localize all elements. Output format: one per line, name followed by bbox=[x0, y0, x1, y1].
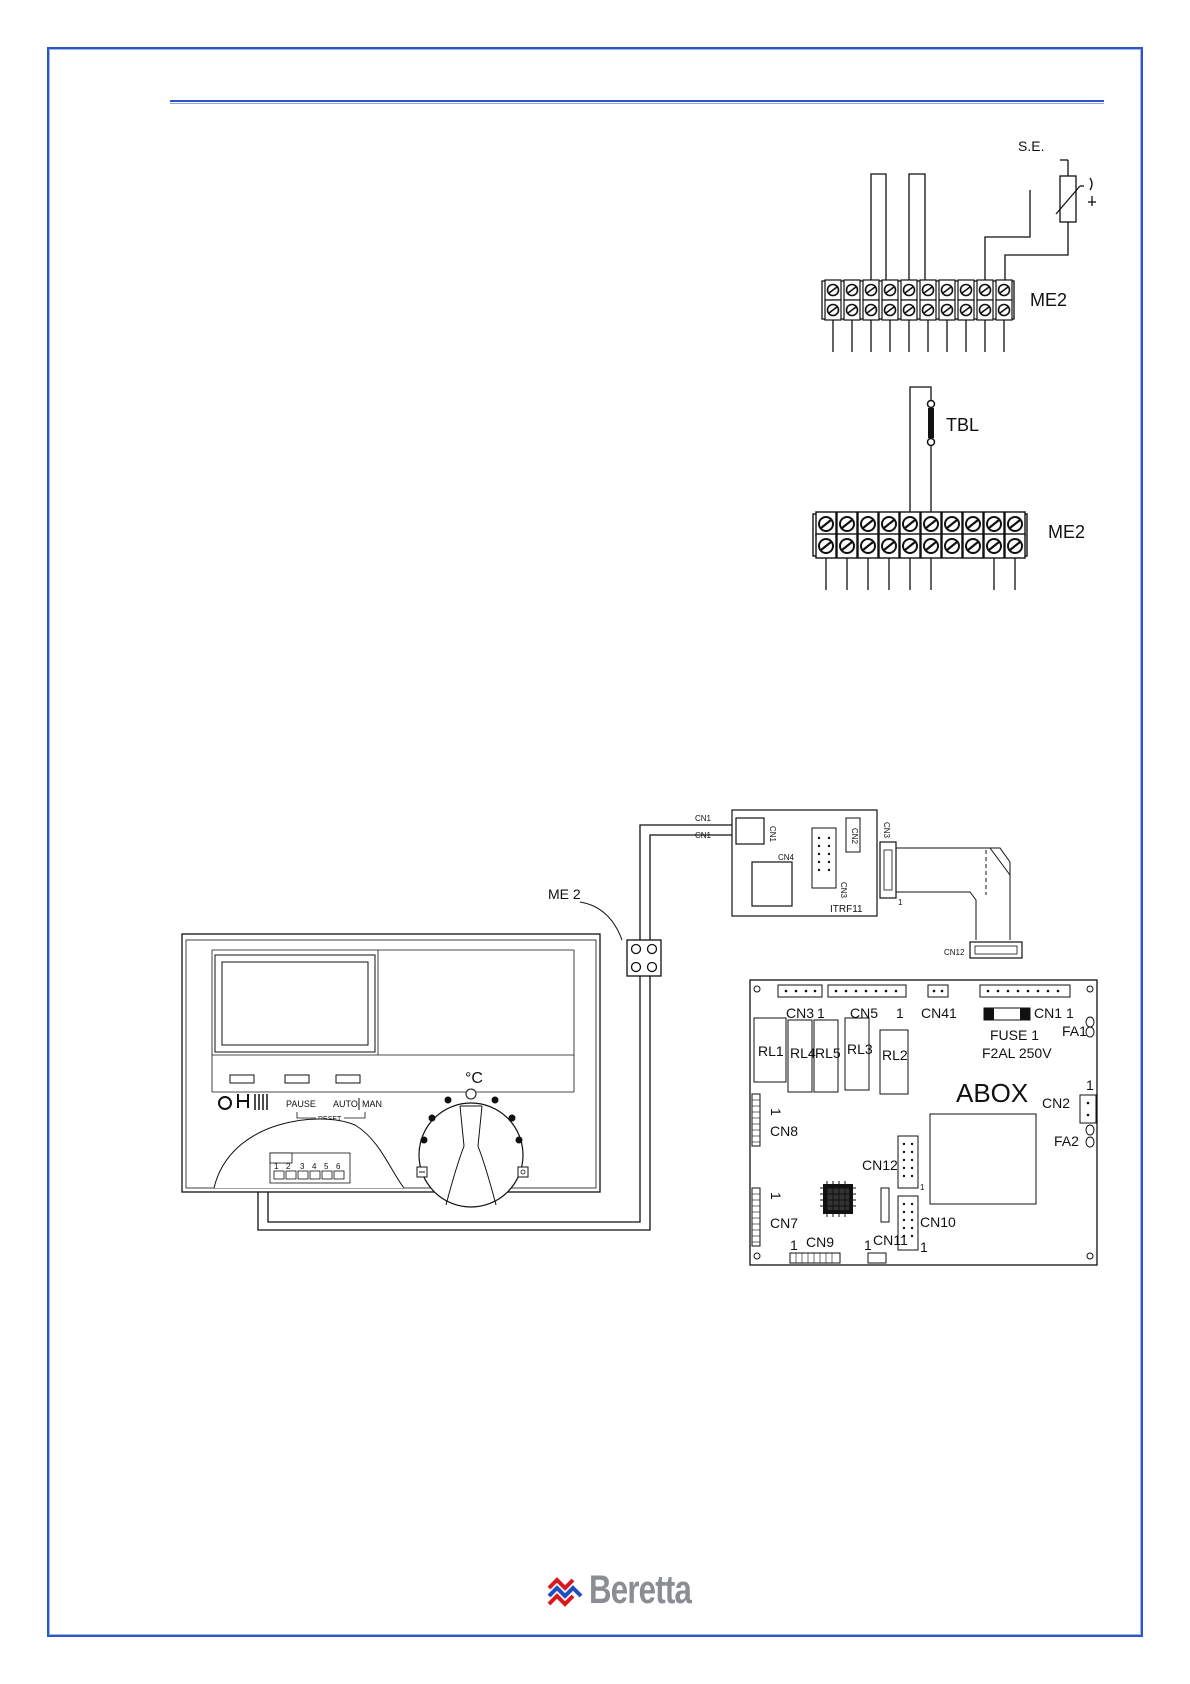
itrf-name: ITRF11 bbox=[830, 904, 863, 915]
radiator-icon bbox=[254, 1094, 268, 1110]
abox-name: ABOX bbox=[956, 1078, 1028, 1108]
relay-rl5: RL5 bbox=[815, 1045, 841, 1061]
auto-label: AUTO bbox=[333, 1099, 358, 1109]
remote-button-3[interactable] bbox=[335, 1074, 361, 1084]
wire-label-1: CN1 bbox=[695, 814, 712, 823]
abox-cn5: CN5 bbox=[850, 1005, 878, 1021]
diagram-sensor: S.E. ME2 bbox=[821, 138, 1096, 352]
fuse-holder-fa2: FA2 bbox=[1054, 1133, 1079, 1149]
abox-cn9: CN9 bbox=[806, 1234, 834, 1250]
abox-cn8: CN8 bbox=[770, 1123, 798, 1139]
abox-cn12-cable-label: CN12 bbox=[944, 948, 965, 957]
remote-terminal-2: 2 bbox=[286, 1162, 291, 1171]
temp-unit-label: °C bbox=[465, 1070, 483, 1087]
fuse-holder-fa1: FA1 bbox=[1062, 1023, 1087, 1039]
abox-cn11-pin-one: 1 bbox=[864, 1237, 872, 1253]
pause-label: PAUSE bbox=[286, 1099, 316, 1109]
beretta-logo-text: Beretta bbox=[589, 1567, 692, 1612]
terminal-label-me2-1: ME2 bbox=[1030, 290, 1067, 310]
header-rule bbox=[170, 100, 1104, 104]
itrf-pin-one: 1 bbox=[898, 898, 903, 907]
abox-board: CN3 1 CN5 1 CN41 CN1 1 FUSE 1 F2AL 250V … bbox=[749, 979, 1098, 1266]
thermostat-contact-bottom bbox=[926, 437, 936, 447]
abox-cn7-pin-one: 1 bbox=[768, 1192, 784, 1200]
abox-cn5-pin-one: 1 bbox=[896, 1005, 904, 1021]
abox-cn12-pin-one: 1 bbox=[920, 1183, 925, 1192]
thermostat-contact-top bbox=[926, 399, 936, 409]
itrf-ribbon-cable: CN3 1 CN12 bbox=[879, 822, 1023, 959]
beretta-logo-icon bbox=[547, 1577, 583, 1607]
abox-cn3-pin-one: 1 bbox=[817, 1005, 825, 1021]
diagram-thermostat: TBL ME2 bbox=[812, 386, 1085, 590]
abox-cn1: CN1 bbox=[1034, 1005, 1062, 1021]
man-label: MAN bbox=[362, 1099, 382, 1109]
remote-button-1[interactable] bbox=[229, 1074, 255, 1084]
tap-icon bbox=[237, 1094, 249, 1108]
sensor-label: S.E. bbox=[1018, 138, 1044, 154]
remote-control: PAUSE AUTO MAN RESET 1 2 3 4 5 6 °C bbox=[181, 933, 601, 1208]
terminal-label-me2-2: ME2 bbox=[1048, 522, 1085, 542]
thermostat-icon bbox=[928, 408, 934, 438]
abox-cn41: CN41 bbox=[921, 1005, 957, 1021]
wire-label-2: CN1 bbox=[695, 831, 712, 840]
abox-cn10-pin-one: 1 bbox=[920, 1239, 928, 1255]
itrf-cn4: CN4 bbox=[778, 853, 795, 862]
itrf-cn1: CN1 bbox=[768, 826, 777, 843]
itrf-cn2: CN2 bbox=[850, 828, 859, 845]
abox-cn3: CN3 bbox=[786, 1005, 814, 1021]
relay-rl1: RL1 bbox=[758, 1043, 784, 1059]
abox-cn10: CN10 bbox=[920, 1214, 956, 1230]
remote-terminal-5: 5 bbox=[324, 1162, 329, 1171]
dial-indicator bbox=[465, 1088, 477, 1100]
relay-rl4: RL4 bbox=[790, 1045, 816, 1061]
abox-cn12: CN12 bbox=[862, 1157, 898, 1173]
fuse-label: FUSE 1 bbox=[990, 1027, 1039, 1043]
temperature-dial[interactable] bbox=[418, 1102, 524, 1208]
itrf-cn3-side: CN3 bbox=[882, 822, 891, 839]
fuse-clip-left bbox=[984, 1008, 994, 1020]
itrf-cn3: CN3 bbox=[839, 882, 848, 899]
remote-terminal-4: 4 bbox=[312, 1162, 317, 1171]
abox-cn2: CN2 bbox=[1042, 1095, 1070, 1111]
beretta-logo: Beretta bbox=[545, 1568, 720, 1612]
relay-rl2: RL2 bbox=[882, 1047, 908, 1063]
abox-cn1-pin-one: 1 bbox=[1066, 1005, 1074, 1021]
diagram-wiring: ME 2 CN1 CN1 CN1 CN2 bbox=[181, 809, 1098, 1266]
abox-cn8-pin-one: 1 bbox=[768, 1108, 784, 1116]
microcontroller-chip bbox=[820, 1181, 856, 1217]
abox-cn9-pin-one: 1 bbox=[790, 1237, 798, 1253]
sun-icon bbox=[517, 1166, 529, 1178]
thermostat-label: TBL bbox=[946, 415, 979, 435]
abox-cn7: CN7 bbox=[770, 1215, 798, 1231]
relay-rl3: RL3 bbox=[847, 1041, 873, 1057]
power-icon bbox=[218, 1096, 232, 1110]
fuse-clip-right bbox=[1020, 1008, 1030, 1020]
abox-cn11: CN11 bbox=[873, 1232, 908, 1248]
remote-terminal-6: 6 bbox=[336, 1162, 341, 1171]
fuse-rating: F2AL 250V bbox=[982, 1045, 1052, 1061]
abox-cn2-pin-one: 1 bbox=[1086, 1077, 1094, 1093]
itrf11-board: CN1 CN2 CN3 CN4 ITRF11 bbox=[731, 809, 878, 917]
remote-terminal-3: 3 bbox=[300, 1162, 305, 1171]
page-border bbox=[47, 47, 1143, 1637]
me2-terminal-block bbox=[626, 939, 662, 977]
me2-terminal-label: ME 2 bbox=[548, 886, 581, 902]
remote-terminal-1: 1 bbox=[274, 1162, 279, 1171]
remote-button-2[interactable] bbox=[284, 1074, 310, 1084]
